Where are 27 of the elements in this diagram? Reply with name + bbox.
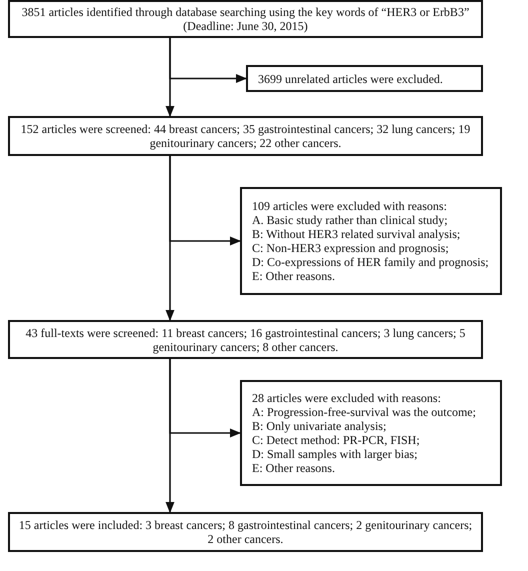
reason-text: B: Without HER3 related survival analysis; [252, 227, 462, 241]
reason-text: C: Non-HER3 expression and prognosis; [252, 241, 450, 255]
reason-text: E: Other reasons. [252, 461, 336, 475]
process-box [8, 512, 483, 552]
reason-text: A. Basic study rather than clinical study; [252, 213, 449, 227]
reason-text: C: Detect method: PR-PCR, FISH; [252, 433, 421, 447]
reason-text: A: Progression-free-survival was the outcome; [252, 405, 477, 419]
exclusion-box [240, 187, 502, 295]
box-text: 15 articles were included: 3 breast cancers; 8 gastrointestinal cancers; 2 genitourinary cancers; 2 other cancers. [18, 518, 474, 546]
process-box [8, 0, 483, 38]
box-text: 3699 unrelated articles were excluded. [258, 72, 444, 86]
box-text: 109 articles were excluded with reasons: [252, 199, 448, 213]
box-text: 28 articles were excluded with reasons: [252, 391, 442, 405]
reason-text: D: Small samples with larger bias; [252, 447, 418, 461]
reason-text: E: Other reasons. [252, 269, 336, 283]
exclusion-box [240, 380, 502, 486]
arrow [166, 359, 174, 514]
arrow [166, 38, 174, 118]
box-text: 152 articles were screened: 44 breast cancers; 35 gastrointestinal cancers; 32 lung cancers; 19 genitourinary cancers; 22 other cancers. [20, 122, 472, 150]
reason-text: B: Only univariate analysis; [252, 419, 388, 433]
reason-text: D: Co-expressions of HER family and prognosis; [252, 255, 490, 269]
arrow [166, 156, 174, 322]
process-box [8, 116, 483, 156]
box-text: 3851 articles identified through database searching using the key words of “HER3 or ErbB3” (Deadline: June 30, 2015) [20, 5, 470, 33]
box-text: 43 full-texts were screened: 11 breast cancers; 16 gastrointestinal cancers; 3 lung cancers; 5 genitourinary cancers; 8 other cancers. [24, 326, 466, 354]
exclusion-box [246, 65, 483, 92]
process-box [8, 320, 483, 359]
